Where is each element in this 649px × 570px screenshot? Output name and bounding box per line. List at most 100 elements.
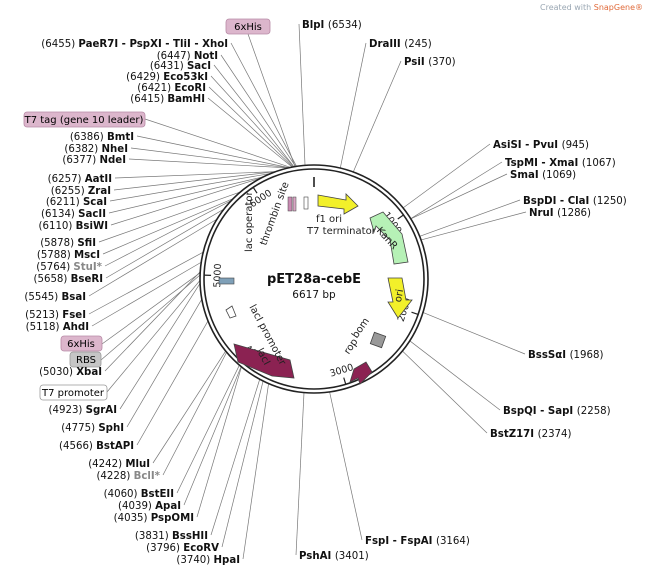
leader-line — [114, 171, 276, 179]
leader-line — [108, 176, 264, 214]
site-name: AhdI — [63, 322, 89, 333]
site-position: (1069) — [542, 170, 576, 181]
leader-line — [128, 158, 289, 169]
leader-line — [409, 340, 501, 411]
ori-label: ori — [393, 288, 406, 303]
enzyme-site-left: (5030) XbaI — [39, 367, 102, 378]
leader-line — [352, 60, 402, 173]
enzyme-site-left: (5878) SfiI — [40, 238, 96, 249]
site-position: (6134) — [41, 209, 78, 220]
f1-ori-arrow — [317, 193, 359, 215]
rop-arrow — [349, 361, 373, 385]
site-position: (1067) — [582, 158, 616, 169]
enzyme-site-left: (4035) PspOMI — [114, 513, 194, 524]
leader-line — [298, 23, 306, 166]
leader-line — [105, 208, 225, 279]
watermark-prefix: Created with — [540, 3, 594, 12]
tick-label: 5000 — [212, 263, 224, 288]
f1-ori-label: f1 ori — [316, 214, 342, 225]
enzyme-site-left: (3831) BssHII — [135, 531, 208, 542]
site-position: (6429) — [126, 72, 163, 83]
site-name: BstEII — [141, 489, 174, 500]
leader-line — [136, 135, 290, 169]
site-position: (5213) — [25, 310, 62, 321]
right-site-labels: BlpI (6534)DraIII (245)PsiI (370)AsiSI -… — [299, 20, 627, 562]
site-position: (6386) — [70, 132, 107, 143]
site-name: SphI — [98, 423, 124, 434]
site-name: BspDI - ClaI — [523, 196, 593, 207]
enzyme-site-left: (6386) BmtI — [70, 132, 134, 143]
enzyme-site-left: (6211) ScaI — [46, 197, 107, 208]
backbone-inner-ring — [203, 168, 425, 390]
site-name: FseI — [62, 310, 86, 321]
site-name: NdeI — [99, 155, 126, 166]
leader-line — [119, 283, 201, 410]
enzyme-site-left: (6134) SacII — [41, 209, 106, 220]
site-position: (5658) — [34, 274, 71, 285]
tick-mark — [397, 214, 404, 220]
leader-line — [152, 350, 226, 464]
enzyme-site-left: (4242) MluI — [88, 459, 150, 470]
site-position: (5764) — [36, 262, 73, 273]
enzyme-site-left: (5658) BseRI — [34, 274, 104, 285]
kanr-arrow — [369, 211, 409, 265]
tag-rbs: RBS — [69, 351, 102, 368]
site-name: BspQI - SapI — [503, 406, 577, 417]
enzyme-site-right: AsiSI - PvuI (945) — [493, 140, 589, 151]
tick-mark — [411, 311, 419, 316]
site-position: (4923) — [49, 405, 86, 416]
enzyme-site-left: (6110) BsiWI — [39, 221, 108, 232]
leader-line — [104, 200, 232, 267]
t7-terminator-label: T7 terminator — [306, 226, 377, 237]
site-position: (2374) — [538, 429, 572, 440]
enzyme-site-left: (6455) PaeR7I - PspXI - TliI - XhoI — [41, 39, 228, 50]
site-position: (1250) — [593, 196, 627, 207]
site-name: TspMI - XmaI — [505, 158, 582, 169]
enzyme-site-left: (4775) SphI — [61, 423, 124, 434]
site-name: NruI — [529, 208, 557, 219]
enzyme-site-left: (6415) BamHI — [130, 94, 205, 105]
leader-line — [88, 218, 218, 297]
leader-line — [208, 86, 294, 168]
enzyme-site-left: (4566) BstAPI — [59, 441, 134, 452]
leader-line — [295, 392, 305, 556]
site-position: (4242) — [88, 459, 125, 470]
enzyme-site-left: (5764) StuI* — [36, 262, 102, 273]
leader-line — [144, 118, 291, 168]
leader-line — [402, 143, 491, 209]
site-name: MluI — [125, 459, 150, 470]
leader-line — [101, 272, 201, 345]
lac-operator-feature — [218, 277, 235, 285]
leader-line — [162, 352, 227, 476]
site-name: BseRI — [71, 274, 103, 285]
enzyme-site-right: TspMI - XmaI (1067) — [505, 158, 616, 169]
site-name: BmtI — [107, 132, 134, 143]
leader-line — [98, 191, 241, 243]
site-position: (3740) — [176, 555, 213, 566]
site-name: BsaI — [62, 292, 87, 303]
site-name: SgrAI — [86, 405, 117, 416]
site-name: EcoRV — [183, 543, 219, 554]
site-position: (945) — [562, 140, 589, 151]
leader-line — [136, 320, 209, 446]
site-position: (5878) — [40, 238, 77, 249]
site-name: BstAPI — [96, 441, 134, 452]
enzyme-site-left: (6431) SacI — [150, 61, 211, 72]
leader-line — [88, 251, 204, 315]
site-name: PaeR7I - PspXI - TliI - XhoI — [78, 39, 228, 50]
laci-arrow — [233, 343, 295, 379]
site-name: ApaI — [155, 501, 181, 512]
site-position: (1286) — [557, 208, 591, 219]
site-position: (3831) — [135, 531, 172, 542]
site-position: (4060) — [104, 489, 141, 500]
leader-line — [113, 171, 276, 191]
site-name: DraIII — [369, 39, 404, 50]
site-position: (6421) — [137, 83, 174, 94]
leader-line — [247, 33, 296, 167]
leader-line — [126, 299, 203, 428]
site-name: SmaI — [510, 170, 542, 181]
site-name: NotI — [194, 51, 218, 62]
leader-lines — [88, 23, 527, 560]
his-tag-feature — [292, 196, 297, 212]
enzyme-site-left: (5545) BsaI — [24, 292, 86, 303]
